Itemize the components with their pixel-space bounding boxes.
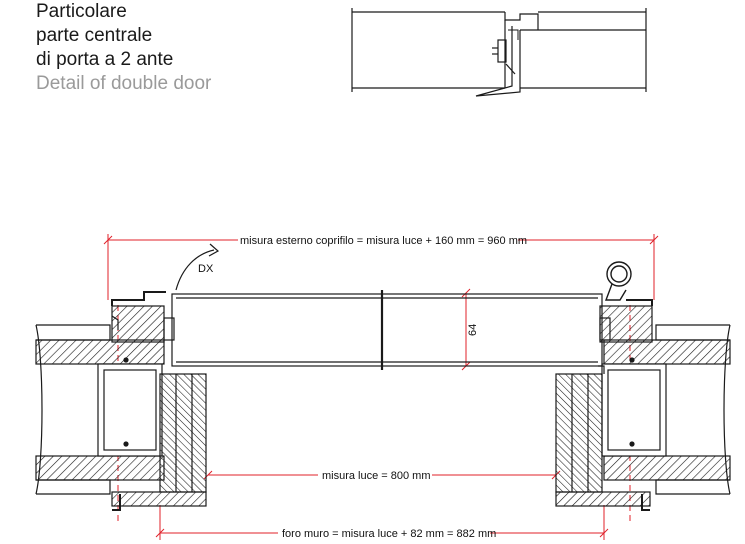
- wall-right-upper-hatch: [603, 339, 731, 365]
- center-detail: [351, 8, 647, 97]
- wall-left-lower-hatch: [35, 455, 165, 481]
- door-leaves: [163, 290, 611, 374]
- clear-dim-label: misura luce = 800 mm: [322, 470, 431, 482]
- swing-arrow-icon: [208, 243, 220, 257]
- wall-left-upper-hatch: [35, 339, 165, 365]
- detail-rebate: [504, 12, 539, 30]
- jamb-left: [111, 291, 207, 511]
- title-block: Particolare parte centrale di porta a 2 …: [36, 0, 296, 96]
- ring-pull-icon: [604, 261, 632, 301]
- wall-right: [601, 324, 731, 495]
- swing-arc: [175, 249, 215, 291]
- wall-left: [35, 324, 165, 495]
- wall-right-frame-box: [601, 363, 667, 457]
- door-panel: [171, 293, 603, 367]
- wall-left-frame-box: [97, 363, 163, 457]
- wall-dim-label: foro muro = misura luce + 82 mm = 882 mm: [282, 528, 496, 540]
- direction-label: DX: [198, 263, 214, 275]
- hinge-left: [163, 317, 175, 341]
- outer-dim-label: misura esterno coprifilo = misura luce +…: [240, 235, 527, 247]
- title-line-1: Particolare: [36, 1, 127, 22]
- detail-astragal: [475, 26, 521, 97]
- thickness-label: 64: [467, 324, 479, 336]
- wall-right-lower-hatch: [603, 455, 731, 481]
- jamb-right: [555, 299, 653, 511]
- hinge-right: [599, 317, 611, 341]
- title-line-3: di porta a 2 ante: [36, 49, 174, 70]
- swing-indicator: [175, 243, 220, 291]
- title-line-2: parte centrale: [36, 25, 153, 46]
- subtitle-english: Detail of double door: [36, 73, 212, 94]
- detail-lock: [497, 39, 507, 63]
